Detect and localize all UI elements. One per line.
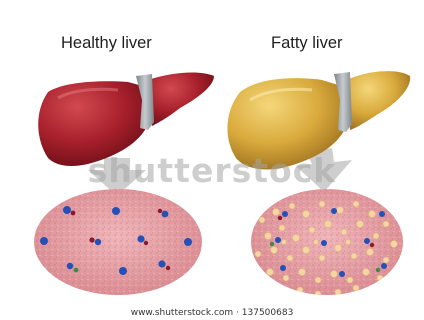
- fatty-tissue: [251, 189, 403, 297]
- healthy-liver: [38, 73, 214, 166]
- footer-caption: www.shutterstock.com · 137500683: [0, 308, 424, 318]
- healthy-tissue: [34, 189, 202, 295]
